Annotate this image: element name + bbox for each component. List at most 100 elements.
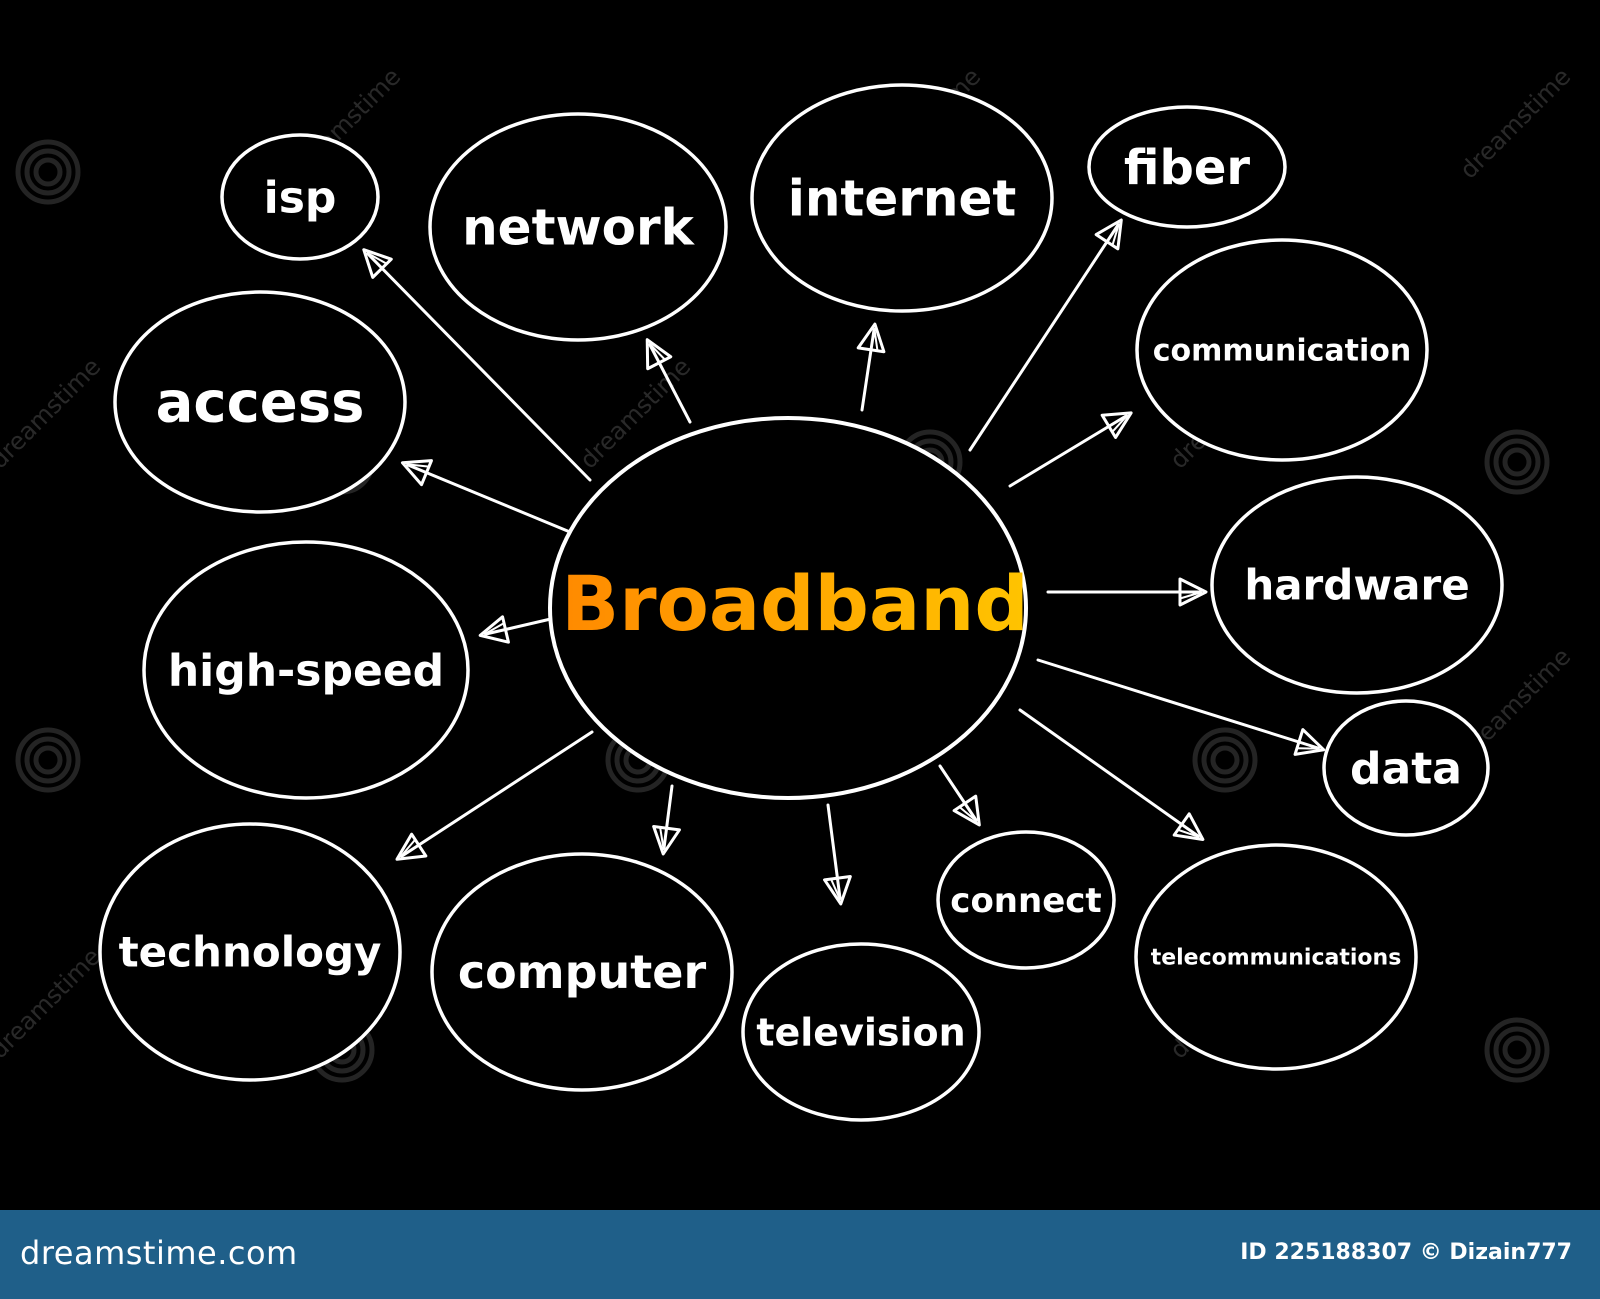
node-access: access <box>113 290 407 514</box>
node-internet: internet <box>750 83 1054 313</box>
node-connect: connect <box>936 830 1116 970</box>
node-technology: technology <box>98 822 402 1082</box>
arrow-head-telecommunications <box>1172 812 1205 841</box>
arrow-head-data <box>1293 728 1326 756</box>
connector-layer <box>362 218 1326 906</box>
footer-bar: dreamstime.com ID 225188307 © Dizain777 <box>0 1210 1600 1299</box>
node-network: network <box>428 112 728 342</box>
node-isp: isp <box>220 133 380 261</box>
node-label-communication: communication <box>1153 334 1412 369</box>
arrow-head-computer <box>652 825 681 856</box>
arrow-head-television <box>823 875 852 906</box>
arrow-hatch-hardware <box>1179 591 1203 600</box>
arrow-head-internet <box>856 322 886 354</box>
footer-credit: ID 225188307 © Dizain777 <box>1240 1240 1572 1265</box>
node-data: data <box>1322 699 1490 837</box>
connector-high-speed <box>484 616 557 636</box>
arrow-hatch-telecommunications <box>1177 828 1200 839</box>
node-outline-television <box>741 942 981 1122</box>
node-outline-technology <box>98 822 402 1082</box>
arrow-head-communication <box>1100 411 1133 439</box>
arrow-hatch-access <box>406 463 430 468</box>
node-label-isp: isp <box>264 172 337 223</box>
arrow-hatch-computer <box>659 827 665 851</box>
node-label-telecommunications: telecommunications <box>1151 946 1402 971</box>
arrow-hatch-connect <box>958 806 978 823</box>
arrow-hatch-television <box>830 878 842 901</box>
node-outline-connect <box>936 830 1116 970</box>
node-outline-fiber <box>1087 105 1287 229</box>
arrow-head-high-speed <box>478 615 510 644</box>
node-outline-computer <box>430 852 734 1092</box>
connector-data <box>1036 658 1320 750</box>
watermark-logo-icon <box>15 727 81 793</box>
node-label-access: access <box>156 371 365 436</box>
node-computer: computer <box>430 852 734 1092</box>
node-label-computer: computer <box>458 945 707 999</box>
connector-isp <box>366 252 592 482</box>
arrow-head-network <box>645 338 673 371</box>
node-fiber: fiber <box>1087 105 1287 229</box>
watermark-text: dreamstime <box>0 353 106 475</box>
node-communication: communication <box>1135 238 1429 462</box>
node-label-television: television <box>756 1010 965 1054</box>
node-telecommunications: telecommunications <box>1134 843 1418 1071</box>
arrow-hatch-high-speed <box>483 622 505 636</box>
node-outline-access <box>113 290 407 514</box>
arrow-hatch-fiber <box>1111 223 1121 246</box>
node-outline-internet <box>750 83 1054 313</box>
node-label-connect: connect <box>950 881 1101 921</box>
arrow-hatch-internet <box>873 327 879 351</box>
connector-fiber <box>968 223 1120 452</box>
connector-technology <box>400 730 594 858</box>
node-label-network: network <box>462 199 696 257</box>
arrow-head-hardware <box>1178 577 1208 607</box>
node-layer: isp network internet fiber communication acce… <box>98 83 1504 1122</box>
node-label-internet: internet <box>788 170 1017 228</box>
arrow-hatch-communication <box>1111 414 1129 433</box>
center-node-label: Broadband <box>561 559 1029 648</box>
watermark-text: dreamstime <box>1454 63 1576 185</box>
connector-telecommunications <box>1018 708 1200 838</box>
connector-access <box>406 463 572 534</box>
watermark-logo-icon <box>1192 727 1258 793</box>
arrow-hatch-isp <box>366 251 388 265</box>
arrow-head-access <box>400 459 433 487</box>
arrow-head-technology <box>395 832 428 861</box>
node-label-high-speed: high-speed <box>168 645 444 696</box>
node-outline-isp <box>220 133 380 261</box>
connector-communication <box>1008 414 1128 488</box>
watermark-logo-icon <box>1484 1017 1550 1083</box>
node-television: television <box>741 942 981 1122</box>
node-high-speed: high-speed <box>142 540 470 800</box>
arrow-head-connect <box>952 794 981 827</box>
node-outline-communication <box>1135 238 1429 462</box>
arrow-head-isp <box>362 248 393 279</box>
footer-logo[interactable]: dreamstime.com <box>20 1234 298 1272</box>
connector-network <box>648 343 692 424</box>
node-hardware: hardware <box>1210 475 1504 695</box>
watermark-logo-icon <box>1484 429 1550 495</box>
connector-internet <box>860 328 876 412</box>
node-label-fiber: fiber <box>1124 140 1250 196</box>
watermark-logo-icon <box>15 139 81 205</box>
node-outline-hardware <box>1210 475 1504 695</box>
node-outline-network <box>428 112 728 342</box>
node-outline-data <box>1322 699 1490 837</box>
connector-connect <box>938 764 978 822</box>
node-outline-high-speed <box>142 540 470 800</box>
arrow-hatch-technology <box>399 838 416 858</box>
center-node-outline <box>548 416 1028 800</box>
connector-television <box>826 803 842 900</box>
node-label-data: data <box>1350 743 1462 794</box>
node-label-technology: technology <box>119 928 382 977</box>
arrow-head-fiber <box>1094 218 1123 251</box>
center-node: Broadband <box>548 416 1029 800</box>
arrow-hatch-network <box>648 342 666 361</box>
node-label-hardware: hardware <box>1244 561 1469 610</box>
node-outline-telecommunications <box>1134 843 1418 1071</box>
connector-computer <box>662 784 674 850</box>
watermark-text: dreamstime <box>0 943 106 1065</box>
